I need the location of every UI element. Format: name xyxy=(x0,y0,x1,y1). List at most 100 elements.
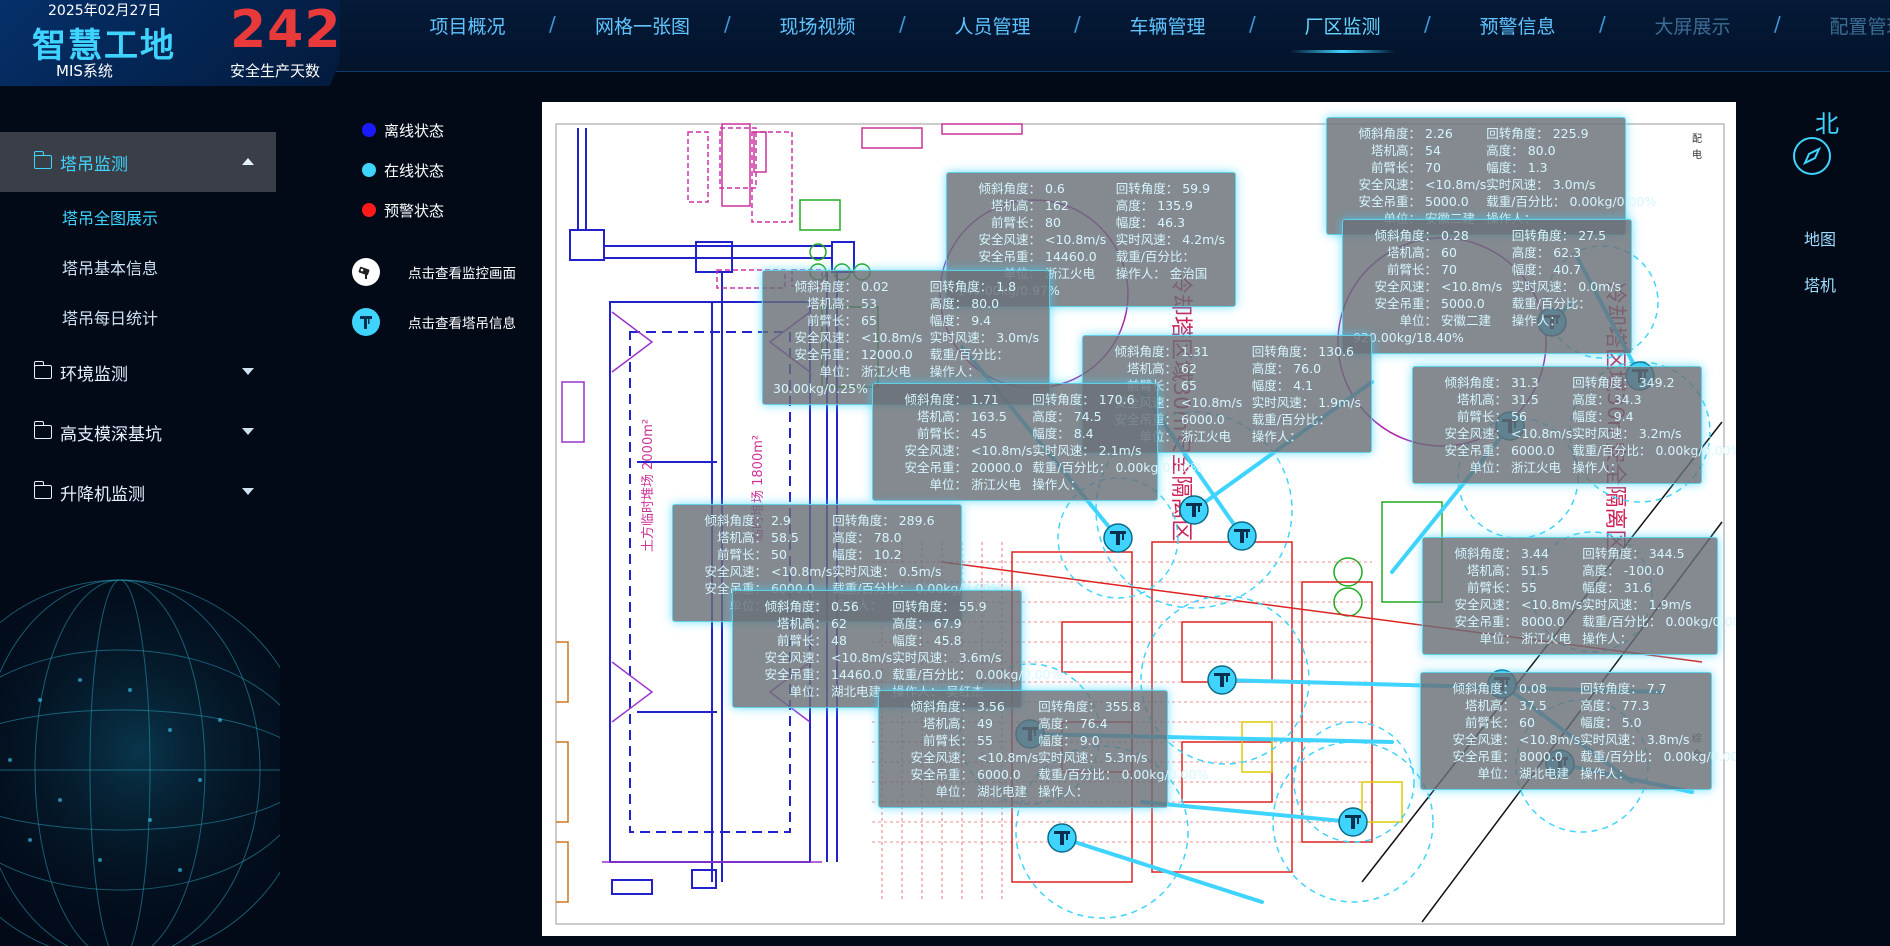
card-value-load_ratio: 0.00kg/0.00% xyxy=(1121,767,1209,782)
nav-item-0[interactable]: 项目概况 xyxy=(429,15,506,38)
card-row-hook_height: 高度：77.3 xyxy=(1580,697,1736,714)
nav-item-5[interactable]: 厂区监测 xyxy=(1255,12,1430,53)
view-camera-action[interactable]: 点击查看监控画面 xyxy=(352,258,516,286)
tower-crane-icon[interactable] xyxy=(1207,665,1237,695)
card-row-range: 幅度：40.7 xyxy=(1512,261,1621,278)
card-value-wind: 3.6m/s xyxy=(958,650,1002,665)
card-key: 实时风速： xyxy=(1486,177,1549,192)
card-key: 塔机高： xyxy=(922,716,973,731)
site-map[interactable]: 土方临时堆场 2000m² 临时堆场 1800m² xyxy=(542,102,1736,936)
folder-icon xyxy=(33,151,52,169)
card-value-safe_wind: <10.8m/s xyxy=(977,750,1039,765)
card-row-load_ratio: 载重/百分比： xyxy=(1512,295,1621,312)
card-value-hook_height: 76.4 xyxy=(1079,716,1108,731)
card-key: 安全吊重： xyxy=(978,249,1041,264)
sidebar-group-0[interactable]: 塔吊监测 xyxy=(0,132,276,192)
card-row-hook_height: 高度：80.0 xyxy=(1486,142,1656,159)
card-row-unit: 单位：浙江火电 xyxy=(773,363,930,380)
card-row-tilt: 倾斜角度：31.3 xyxy=(1423,374,1572,391)
card-key: 高度： xyxy=(1580,698,1618,713)
card-value-tilt: 3.44 xyxy=(1521,546,1549,561)
card-value-hook_height: -100.0 xyxy=(1623,563,1665,578)
card-value-range: 1.3 xyxy=(1527,160,1548,175)
crane-link[interactable]: 塔机 xyxy=(1803,276,1836,295)
sidebar-group-2[interactable]: 高支模深基坑 xyxy=(0,402,276,462)
card-key: 回转角度： xyxy=(1511,228,1575,243)
card-key: 倾斜角度： xyxy=(704,513,767,528)
nav-item-7[interactable]: 大屏展示 xyxy=(1654,15,1731,38)
card-value-hook_height: 77.3 xyxy=(1621,698,1650,713)
nav-item-6[interactable]: 预警信息 xyxy=(1479,15,1556,38)
card-value-tilt: 1.31 xyxy=(1181,344,1209,359)
card-row-safe_wind: 安全风速：<10.8m/s xyxy=(889,749,1038,766)
card-key: 回转角度： xyxy=(929,279,993,294)
view-crane-action[interactable]: 点击查看塔吊信息 xyxy=(352,308,516,336)
card-key: 高度： xyxy=(1115,198,1154,213)
crane-boom xyxy=(1060,836,1264,904)
card-key: 安全吊重： xyxy=(1374,296,1437,311)
card-row-range: 幅度：1.3 xyxy=(1486,159,1656,176)
tower-crane-icon[interactable] xyxy=(1227,521,1257,551)
card-key: 载重/百分比： xyxy=(1486,194,1566,209)
card-key: 塔机高： xyxy=(776,616,827,631)
card-key: 操作人： xyxy=(1511,313,1562,328)
card-key: 倾斜角度： xyxy=(764,599,827,614)
card-key: 安全风速： xyxy=(1444,426,1507,441)
card-row-hook_height: 高度：135.9 xyxy=(1116,197,1225,214)
card-row-unit: 单位：湖北电建 xyxy=(743,683,892,700)
tower-crane-icon[interactable] xyxy=(1338,807,1368,837)
tower-crane-icon[interactable] xyxy=(1179,495,1209,525)
card-value-unit: 浙江火电 xyxy=(1181,429,1232,444)
card-key: 高度： xyxy=(1486,143,1524,158)
card-row-safe_wind: 安全风速：<10.8m/s xyxy=(1337,176,1486,193)
nav-item-1[interactable]: 网格一张图 xyxy=(594,15,690,38)
card-row-safe_load: 安全吊重：5000.0 xyxy=(1337,193,1486,210)
card-value-height: 62 xyxy=(1181,361,1197,376)
sidebar-group-3[interactable]: 升降机监测 xyxy=(0,462,276,522)
card-row-tilt: 倾斜角度：0.08 xyxy=(1431,680,1580,697)
card-value-height: 162 xyxy=(1045,198,1069,213)
card-key: 操作人： xyxy=(1115,266,1166,281)
card-key: 倾斜角度： xyxy=(1358,126,1421,141)
card-key: 回转角度： xyxy=(1115,181,1179,196)
tower-crane-icon[interactable] xyxy=(1047,823,1077,853)
card-key: 安全风速： xyxy=(704,564,767,579)
camera-icon xyxy=(352,258,380,286)
caret-down-icon xyxy=(242,428,254,435)
storage-label-a: 土方临时堆场 2000m² xyxy=(640,419,656,552)
card-row-rotation: 回转角度：289.6 xyxy=(832,512,1002,529)
svg-text:配: 配 xyxy=(1692,133,1702,145)
nav-item-4[interactable]: 车辆管理 xyxy=(1129,15,1206,38)
card-value-height: 31.5 xyxy=(1511,392,1539,407)
sidebar-subitem-0[interactable]: 塔吊全图展示 xyxy=(62,209,159,228)
card-value-safe_load: 14460.0 xyxy=(831,667,883,682)
card-row-hook_height: 高度：67.9 xyxy=(892,615,1062,632)
nav-item-8[interactable]: 配置管理 xyxy=(1829,15,1890,38)
tower-crane-icon[interactable] xyxy=(1103,523,1133,553)
map-link[interactable]: 地图 xyxy=(1803,230,1836,249)
nav-item-3[interactable]: 人员管理 xyxy=(954,15,1031,38)
sidebar-group-1[interactable]: 环境监测 xyxy=(0,342,276,402)
sidebar-subitem-2[interactable]: 塔吊每日统计 xyxy=(62,309,159,328)
card-row-range: 幅度：5.0 xyxy=(1580,714,1736,731)
legend-item-0: 离线状态 xyxy=(362,110,444,150)
sidebar-subitem-1[interactable]: 塔吊基本信息 xyxy=(62,259,159,278)
card-key: 安全吊重： xyxy=(1452,749,1515,764)
card-row-wind: 实时风速：1.9m/s xyxy=(1582,596,1736,613)
nav-item-2[interactable]: 现场视频 xyxy=(779,15,856,38)
card-key: 单位： xyxy=(789,684,827,699)
card-value-arm: 70 xyxy=(1425,160,1441,175)
card-row-safe_wind: 安全风速：<10.8m/s xyxy=(743,649,892,666)
card-key: 幅度： xyxy=(1038,733,1076,748)
